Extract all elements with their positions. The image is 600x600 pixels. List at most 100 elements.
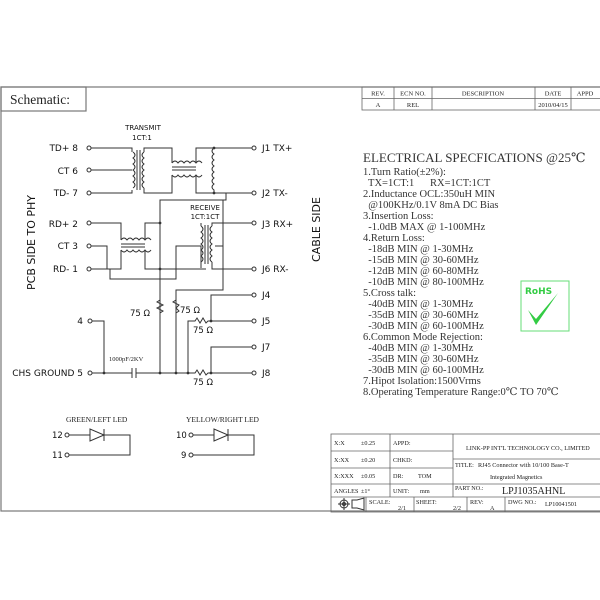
pin-ct6-label: CT 6 [58, 167, 79, 177]
appd-header: APPD [577, 91, 594, 98]
resistor-2-label: 75 Ω [180, 306, 201, 316]
rev-header: REV. [371, 91, 385, 98]
tol-angles-label: ANGLES [334, 488, 359, 495]
tol-xxx-value: ±0.05 [361, 473, 375, 480]
sheet-label: SHEET: [416, 499, 437, 506]
pin-j1-label: J1 TX+ [261, 144, 292, 154]
spec-line: -35dB MIN @ 30-60MHz [363, 310, 479, 321]
appd-label: APPD: [393, 440, 411, 447]
section-title-box [0, 86, 87, 112]
date-header: DATE [545, 91, 562, 98]
ecn-header: ECN NO. [400, 91, 426, 98]
electrical-specifications: ELECTRICAL SPECFICATIONS @25℃ 1.Turn Rati… [363, 150, 586, 398]
title-block: X:X ±0.25 X:XX ±0.20 X:XXX ±0.05 ANGLES … [330, 433, 600, 513]
projection-symbol-icon [338, 497, 365, 511]
section-title: Schematic: [10, 92, 70, 107]
spec-line: @100KHz/0.1V 8mA DC Bias [363, 200, 499, 211]
resistor-1-label: 75 Ω [130, 309, 151, 319]
led-pin-9: 9 [181, 451, 186, 461]
tol-xxx-label: X:XXX [334, 473, 354, 480]
spec-line: 8.Operating Temperature Range:0℃ TO 70℃ [363, 387, 559, 398]
spec-line: -12dB MIN @ 60-80MHz [363, 266, 479, 277]
tol-angles-value: ±1° [361, 488, 370, 495]
pin-j2-label: J2 TX- [261, 189, 288, 199]
sheet-value: 2/2 [453, 505, 461, 512]
title-line-2: Integrated Magnetics [490, 474, 543, 481]
scale-label: SCALE: [369, 499, 391, 506]
chkd-label: CHKD: [393, 457, 413, 464]
tol-xx-value: ±0.20 [361, 457, 375, 464]
rohs-text: RoHS [525, 287, 552, 297]
tol-x-label: X:X [334, 440, 345, 447]
spec-line: TX=1CT:1 RX=1CT:1CT [363, 178, 491, 189]
dwg-no-value: LP10041501 [545, 501, 577, 508]
pin-td-minus-label: TD- 7 [53, 189, 78, 199]
dwg-no-label: DWG NO.: [508, 499, 537, 506]
ecn-value: REL [407, 102, 419, 109]
rohs-badge: RoHS [520, 280, 570, 332]
spec-line: 5.Cross talk: [363, 288, 417, 299]
tol-x-value: ±0.25 [361, 440, 375, 447]
led-pin-12: 12 [52, 431, 63, 441]
pin-j3-label: J3 RX+ [261, 220, 293, 230]
spec-line: -10dB MIN @ 80-100MHz [363, 277, 484, 288]
pin-j4-label: J4 [261, 291, 271, 301]
date-value: 2010/04/15 [538, 102, 568, 109]
transmit-ratio: 1CT:1 [132, 134, 152, 142]
spec-line: 2.Inductance OCL:350uH MIN [363, 189, 496, 200]
circuit-wires [64, 145, 257, 458]
pin-j7-label: J7 [261, 343, 270, 353]
resistor-4-label: 75 Ω [193, 378, 214, 388]
cable-side-label: CABLE SIDE [310, 197, 323, 262]
rev-value-tb: A [490, 505, 495, 512]
pin-ct3-label: CT 3 [58, 242, 78, 252]
company-name: LINK-PP INT'L TECHNOLOGY CO., LIMITED [466, 445, 590, 452]
spec-line: 3.Insertion Loss: [363, 211, 434, 222]
part-no-label: PART NO.: [455, 485, 484, 492]
pin-j5-label: J5 [261, 317, 270, 327]
pin-j8-label: J8 [261, 369, 271, 379]
spec-line: 6.Common Mode Rejection: [363, 332, 483, 343]
revision-table: REV. ECN NO. DESCRIPTION DATE APPD A REL… [361, 86, 600, 111]
pcb-side-label: PCB SIDE TO PHY [25, 195, 38, 290]
pin-chs-ground-label: CHS GROUND 5 [12, 369, 83, 379]
title-label: TITLE: [455, 462, 474, 469]
drawing-frame [0, 86, 600, 512]
pin-rd-minus-label: RD- 1 [53, 265, 78, 275]
spec-line: 1.Turn Ratio(±2%): [363, 167, 446, 178]
receive-label: RECEIVE [190, 204, 220, 212]
rev-value: A [376, 102, 381, 109]
pin-4-label: 4 [77, 317, 83, 327]
pin-rd-plus-label: RD+ 2 [49, 220, 78, 230]
spec-line: -15dB MIN @ 30-60MHz [363, 255, 479, 266]
spec-line: 4.Return Loss: [363, 233, 425, 244]
unit-label: UNIT: [393, 488, 409, 495]
resistor-3-label: 75 Ω [193, 326, 214, 336]
tol-xx-label: X:XX [334, 457, 350, 464]
transmit-label: TRANSMIT [124, 124, 161, 132]
title-line-1: RJ45 Connector with 10/100 Base-T [478, 462, 569, 469]
scale-value: 2/1 [398, 505, 406, 512]
spec-title: ELECTRICAL SPECFICATIONS @25℃ [363, 150, 586, 165]
dr-label: DR: [393, 473, 404, 480]
dr-value: TOM [418, 473, 432, 480]
rev-label: REV: [470, 499, 484, 506]
led-pin-10: 10 [176, 431, 187, 441]
spec-line: -1.0dB MAX @ 1-100MHz [363, 222, 486, 233]
description-header: DESCRIPTION [462, 91, 505, 98]
yellow-led-title: YELLOW/RIGHT LED [186, 415, 260, 424]
capacitor-label: 1000pF/2KV [109, 356, 144, 363]
green-led-title: GREEN/LEFT LED [66, 415, 128, 424]
spec-line: 7.Hipot Isolation:1500Vrms [363, 376, 481, 387]
part-no-value: LPJ1035AHNL [502, 486, 565, 497]
pin-j6-label: J6 RX- [261, 265, 288, 275]
unit-value: mm [420, 488, 430, 495]
spec-line: -40dB MIN @ 1-30MHz [363, 343, 474, 354]
spec-line: -35dB MIN @ 30-60MHz [363, 354, 479, 365]
spec-line: -18dB MIN @ 1-30MHz [363, 244, 474, 255]
led-pin-11: 11 [52, 451, 63, 461]
spec-line: -30dB MIN @ 60-100MHz [363, 365, 484, 376]
receive-ratio: 1CT:1CT [191, 213, 221, 221]
